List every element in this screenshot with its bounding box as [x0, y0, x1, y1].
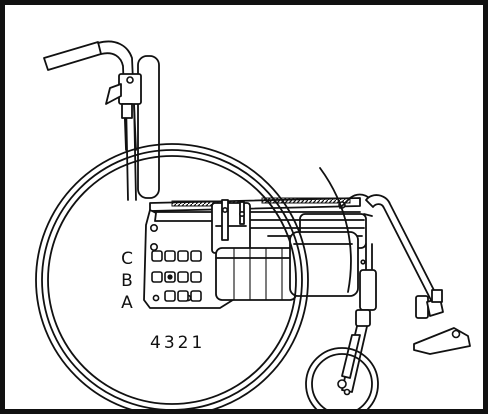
- axle-hole-row-b-3: [177, 271, 189, 283]
- axle-hole-row-b-4: [190, 271, 202, 283]
- current-axle-position-marker: [167, 274, 173, 280]
- row-label-b: B: [121, 271, 133, 291]
- seat-rail: [149, 197, 361, 213]
- axle-hole-row-a-2: [177, 290, 189, 302]
- caster-wheel: [305, 347, 379, 414]
- axle-hole-row-c-2: [164, 250, 176, 262]
- push-handle: [43, 40, 137, 151]
- axle-hole-row-c-3: [177, 250, 189, 262]
- axle-hole-row-c-1: [151, 250, 163, 262]
- axle-hole-grid: [151, 250, 202, 302]
- row-label-c: C: [121, 249, 133, 269]
- axle-hole-row-c-4: [190, 250, 202, 262]
- wheel-lock-block: [211, 199, 251, 254]
- axle-hole-row-a-1: [164, 290, 176, 302]
- axle-hole-row-a-3: [190, 290, 202, 302]
- hub-sleeve: [215, 231, 359, 301]
- rear-wheel: [35, 143, 352, 414]
- back-release-lever: [105, 73, 142, 119]
- row-labels: C B A: [121, 249, 133, 313]
- axle-hole-row-b-1: [151, 271, 163, 283]
- footrest: [413, 289, 471, 355]
- row-label-a: A: [121, 293, 133, 313]
- column-labels: 4321: [150, 333, 205, 353]
